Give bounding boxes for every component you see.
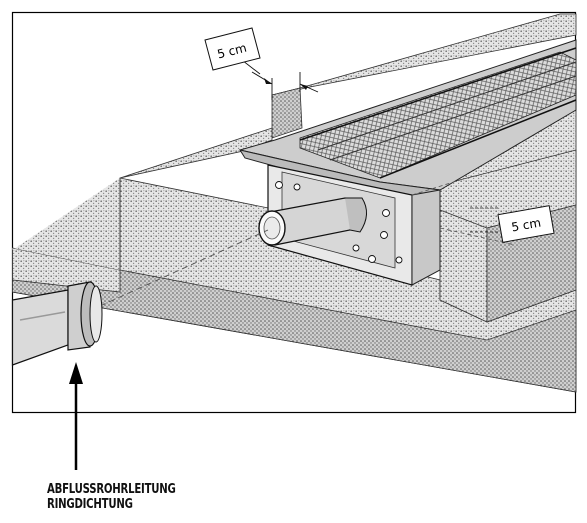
dimension-side — [470, 205, 555, 243]
dimension-label-side: 5 cm — [510, 216, 542, 235]
dimension-top — [204, 27, 319, 100]
channel-wall-right — [411, 189, 441, 286]
slab-left-face — [12, 178, 120, 270]
caption-line-seal: RINGDICHTUNG — [47, 497, 133, 512]
caption-line-pipe: ABFLUSSROHRLEITUNG — [47, 482, 176, 497]
callout-arrow — [69, 362, 83, 470]
hidden-edge-line — [411, 179, 461, 196]
dimension-label-top: 5 cm — [216, 41, 248, 62]
slab-bottom-face — [12, 269, 577, 393]
caption: ABFLUSSROHRLEITUNG RINGDICHTUNG — [47, 482, 234, 512]
pipe-axis-line — [99, 229, 269, 307]
end-plate-bolts — [275, 181, 403, 264]
outlet-spigot — [258, 197, 367, 246]
back-strip-front — [271, 87, 303, 139]
drain-pipe — [11, 281, 103, 366]
